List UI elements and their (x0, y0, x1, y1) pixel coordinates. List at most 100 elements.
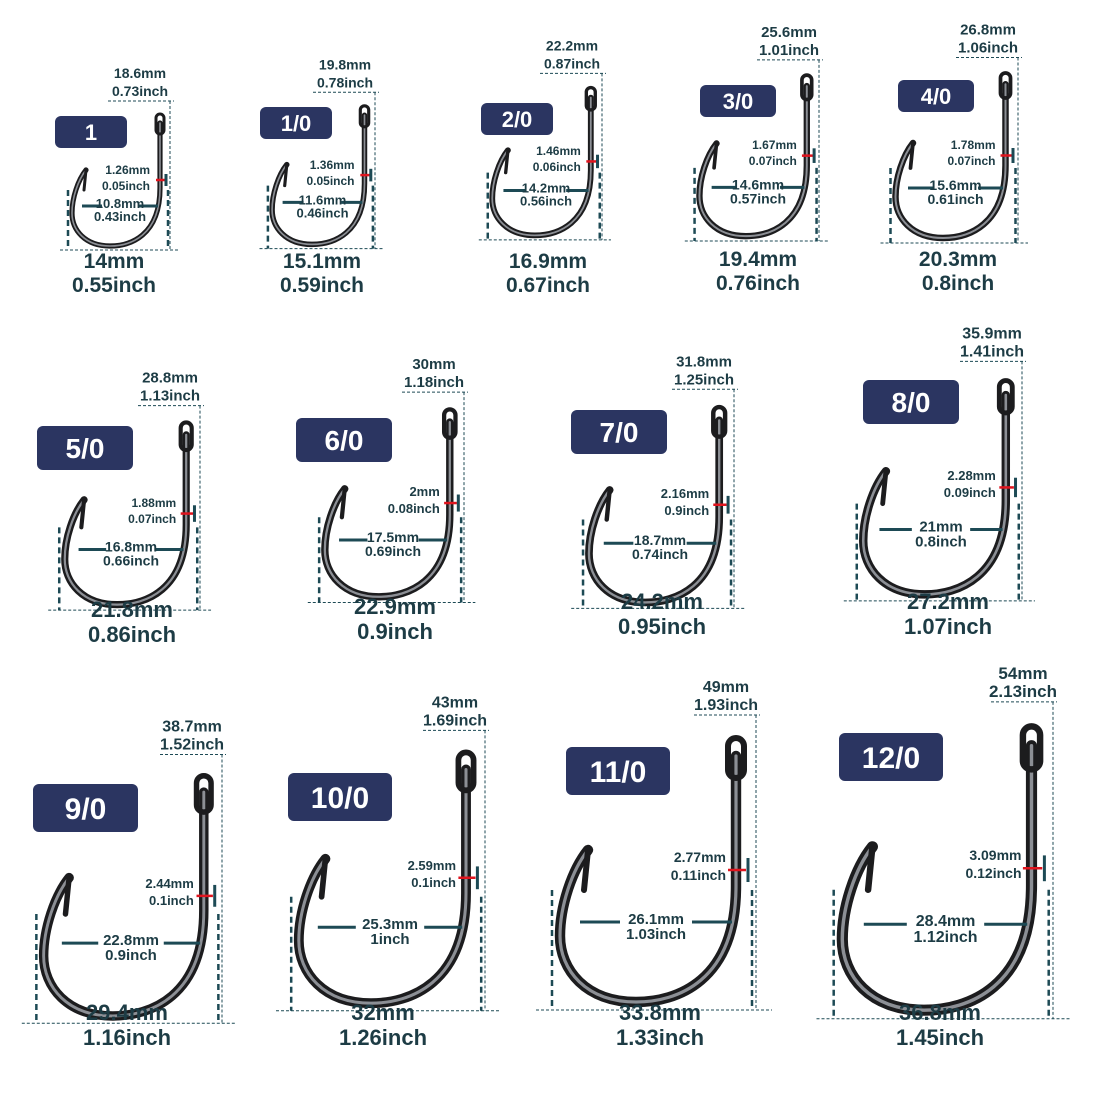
hook-eye (711, 404, 728, 439)
width-inch-label: 1.16inch (83, 1025, 171, 1050)
hook-1-0: 1/019.8mm0.78inch1.36mm0.05inch11.6mm0.4… (259, 56, 384, 297)
size-label-box (898, 80, 974, 112)
hook-barb (318, 855, 329, 900)
size-label-box (571, 410, 667, 454)
hook-highlight (894, 83, 1007, 240)
size-label: 10/0 (311, 782, 369, 815)
length-mm-label: 28.8mm (142, 370, 198, 387)
wire-mm-label: 1.78mm (951, 138, 996, 152)
wire-mm-label: 2.16mm (661, 486, 709, 501)
gap-mm-label: 28.4mm (916, 913, 976, 930)
width-inch-label: 1.26inch (339, 1025, 427, 1050)
size-label: 3/0 (723, 89, 754, 114)
gap-inch-label: 0.8inch (915, 534, 967, 551)
size-label: 11/0 (590, 756, 647, 789)
size-label-box (863, 380, 959, 424)
gap-inch-label: 0.43inch (94, 209, 146, 224)
width-mm-label: 19.4mm (719, 248, 797, 271)
length-inch-label: 0.73inch (112, 83, 168, 99)
gap-inch-label: 0.66inch (103, 552, 159, 568)
hook-1: 118.6mm0.73inch1.26mm0.05inch10.8mm0.43i… (55, 65, 178, 297)
gap-inch-label: 0.74inch (632, 546, 688, 562)
gap-inch-label: 1.03inch (626, 926, 686, 943)
wire-mm-label: 1.36mm (310, 158, 355, 172)
hook-eye (441, 407, 458, 440)
hook-8-0: 8/035.9mm1.41inch2.28mm0.09inch21mm0.8in… (843, 325, 1035, 639)
wire-mm-label: 3.09mm (969, 847, 1021, 863)
wire-mm-label: 1.67mm (752, 138, 797, 152)
gap-mm-label: 25.3mm (362, 916, 418, 933)
width-inch-label: 0.67inch (506, 274, 590, 297)
hook-barb (581, 847, 591, 893)
size-label: 1/0 (281, 111, 312, 136)
width-mm-label: 24.2mm (621, 589, 703, 614)
size-label: 5/0 (66, 433, 105, 464)
length-inch-label: 1.25inch (674, 371, 734, 388)
width-inch-label: 0.86inch (88, 622, 176, 647)
gap-inch-label: 1.12inch (913, 929, 977, 946)
hook-eye (178, 420, 194, 453)
wire-inch-label: 0.06inch (533, 160, 581, 174)
hook-highlight (861, 393, 1008, 596)
width-inch-label: 1.07inch (904, 614, 992, 639)
wire-mm-label: 2.59mm (408, 858, 456, 873)
length-mm-label: 26.8mm (960, 22, 1016, 39)
gap-mm-label: 22.8mm (103, 932, 159, 949)
hook-highlight (698, 85, 808, 238)
length-mm-label: 19.8mm (319, 56, 371, 72)
length-inch-label: 1.01inch (759, 42, 819, 59)
width-mm-label: 22.9mm (354, 594, 436, 619)
hook-9-0: 9/038.7mm1.52inch2.44mm0.1inch22.8mm0.9i… (21, 719, 237, 1050)
size-label-box (481, 103, 553, 135)
size-label: 4/0 (921, 84, 952, 109)
wire-mm-label: 1.26mm (105, 163, 150, 177)
hook-eye (725, 735, 747, 781)
wire-mm-label: 1.46mm (536, 144, 581, 158)
wire-mm-label: 2.44mm (145, 876, 193, 891)
width-mm-label: 32mm (351, 1000, 415, 1025)
length-mm-label: 49mm (703, 679, 749, 696)
gap-inch-label: 0.61inch (927, 191, 983, 207)
hook-11-0: 11/049mm1.93inch2.77mm0.11inch26.1mm1.03… (536, 679, 772, 1050)
hook-barb (62, 874, 72, 917)
hook-7-0: 7/031.8mm1.25inch2.16mm0.9inch18.7mm0.74… (571, 353, 746, 639)
hook-highlight (71, 122, 161, 247)
hook-eye (1019, 723, 1044, 773)
length-inch-label: 2.13inch (989, 682, 1057, 701)
size-label-box (296, 418, 392, 462)
length-mm-label: 18.6mm (114, 65, 166, 81)
length-inch-label: 1.52inch (160, 737, 224, 754)
hook-3-0: 3/025.6mm1.01inch1.67mm0.07inch14.6mm0.5… (684, 24, 829, 295)
hook-eye (998, 71, 1013, 100)
length-inch-label: 1.13inch (140, 388, 200, 405)
hook-highlight (297, 767, 468, 1005)
gap-mm-label: 17.5mm (367, 529, 419, 545)
width-inch-label: 0.55inch (72, 274, 156, 297)
hook-highlight (323, 420, 451, 598)
hook-barb (604, 487, 612, 522)
hook-barb (880, 468, 889, 507)
width-mm-label: 36.8mm (899, 1000, 981, 1025)
gap-mm-label: 14.2mm (522, 181, 570, 196)
size-label-box (55, 116, 127, 148)
size-label-box (288, 773, 392, 821)
size-label-box (37, 426, 133, 470)
wire-mm-label: 2.77mm (674, 849, 726, 865)
length-mm-label: 22.2mm (546, 37, 598, 53)
wire-inch-label: 0.11inch (671, 867, 726, 883)
hook-eye (800, 73, 814, 102)
size-label-box (33, 784, 138, 832)
wire-inch-label: 0.1inch (149, 893, 194, 908)
hook-barb (82, 168, 88, 192)
hook-highlight (42, 790, 206, 1018)
width-inch-label: 0.9inch (357, 619, 433, 644)
width-mm-label: 29.4mm (86, 1000, 168, 1025)
wire-mm-label: 2.28mm (947, 468, 995, 483)
length-inch-label: 1.18inch (404, 374, 464, 391)
gap-mm-label: 16.8mm (105, 538, 157, 554)
length-mm-label: 31.8mm (676, 353, 732, 370)
hook-4-0: 4/026.8mm1.06inch1.78mm0.07inch15.6mm0.6… (880, 22, 1028, 295)
hook-highlight (271, 114, 366, 246)
